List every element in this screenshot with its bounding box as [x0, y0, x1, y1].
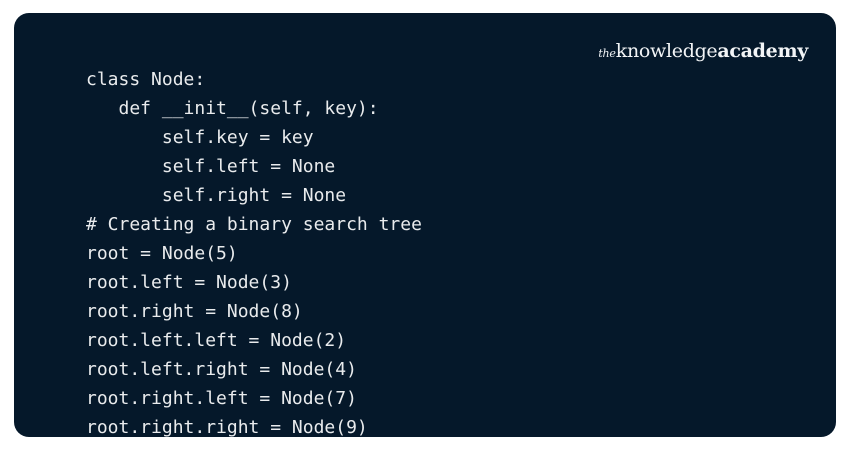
logo-the-text: the — [598, 47, 616, 60]
logo-knowledge-text: knowledge — [615, 40, 718, 62]
python-code-block: class Node: def __init__(self, key): sel… — [86, 69, 422, 437]
logo-academy-text: academy — [717, 40, 808, 62]
knowledge-academy-logo: theknowledgeacademy — [598, 42, 808, 61]
code-snippet-card: theknowledgeacademy class Node: def __in… — [14, 13, 836, 437]
